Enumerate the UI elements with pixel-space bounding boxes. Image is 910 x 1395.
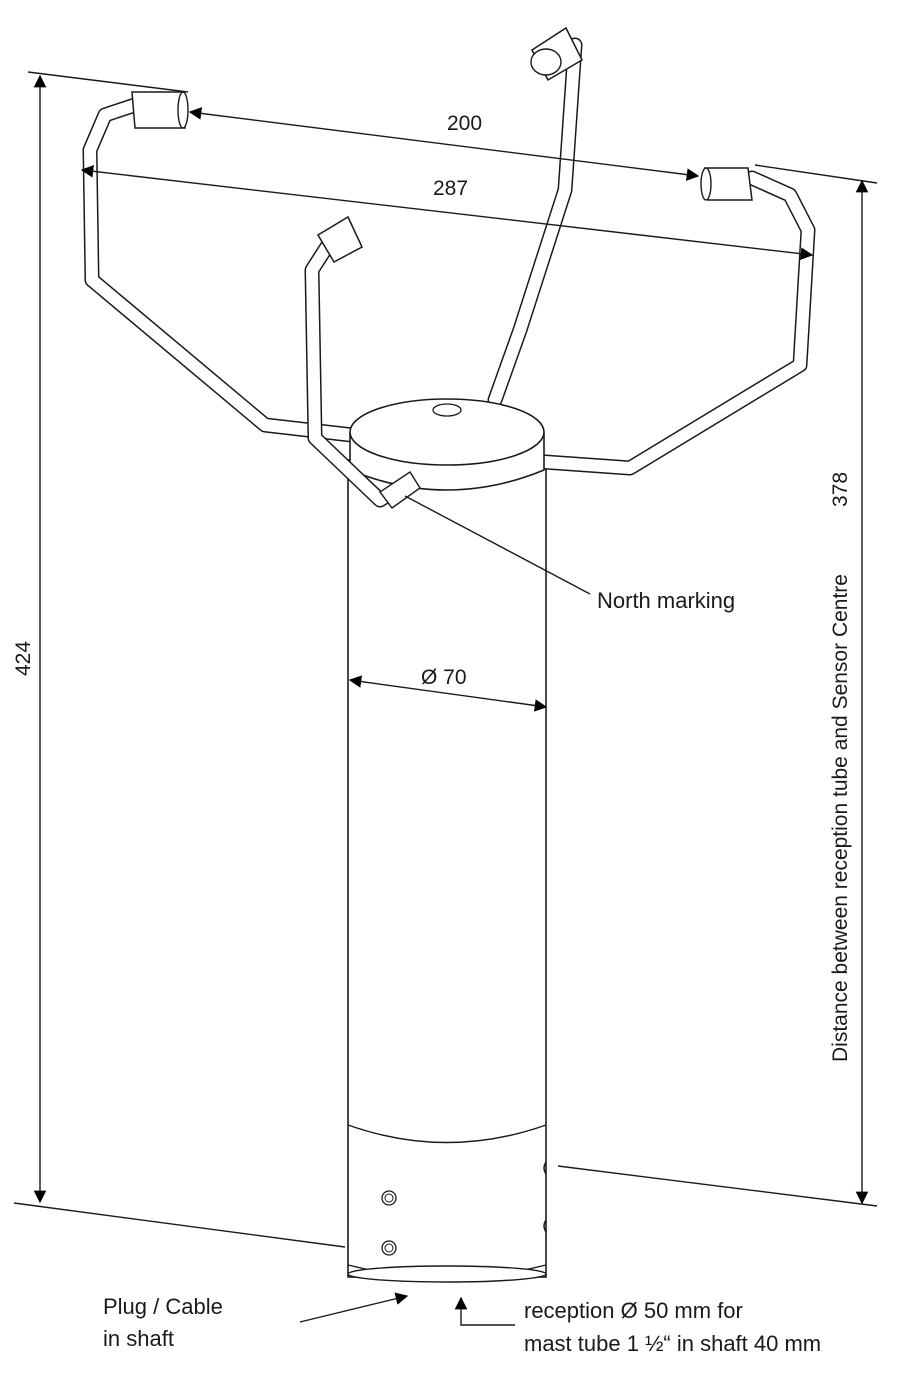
- sensor-head: [349, 398, 545, 491]
- leader-north-marking: [404, 495, 591, 595]
- plug-label-line2: in shaft: [103, 1326, 174, 1351]
- dim-line-287: [80, 165, 814, 260]
- dim-line-diameter: [348, 675, 548, 712]
- reception-label-line1: reception Ø 50 mm for: [524, 1298, 743, 1323]
- screw-lower: [381, 1240, 397, 1256]
- extension-line-top-left: [27, 71, 189, 93]
- north-marker-stub: [378, 471, 421, 509]
- leader-reception: [454, 1296, 515, 1326]
- vertical-caption: Distance between reception tube and Sens…: [829, 574, 852, 1062]
- north-marking-label: North marking: [597, 588, 735, 613]
- reception-label-line2: mast tube 1 ½“ in shaft 40 mm: [524, 1331, 821, 1356]
- lower-band-seam: [347, 1124, 547, 1144]
- dim-line-200: [188, 107, 700, 181]
- sensor-body: [347, 459, 547, 1283]
- dim-label-200: 200: [447, 112, 482, 135]
- dim-label-287: 287: [433, 177, 468, 200]
- leader-plug: [299, 1292, 409, 1323]
- transducer-right: [700, 167, 753, 201]
- extension-line-bottom-right: [557, 1165, 878, 1207]
- dim-label-378: 378: [829, 472, 852, 507]
- transducer-back: [530, 26, 583, 82]
- top-center-hole: [432, 403, 462, 417]
- arm-right: [537, 170, 816, 476]
- plug-label-line1: Plug / Cable: [103, 1294, 223, 1319]
- dim-label-424: 424: [12, 641, 35, 676]
- transducer-left: [131, 91, 189, 129]
- extension-line-bottom-left: [13, 1202, 346, 1248]
- dim-label-diameter: Ø 70: [421, 666, 467, 689]
- screw-upper: [381, 1190, 397, 1206]
